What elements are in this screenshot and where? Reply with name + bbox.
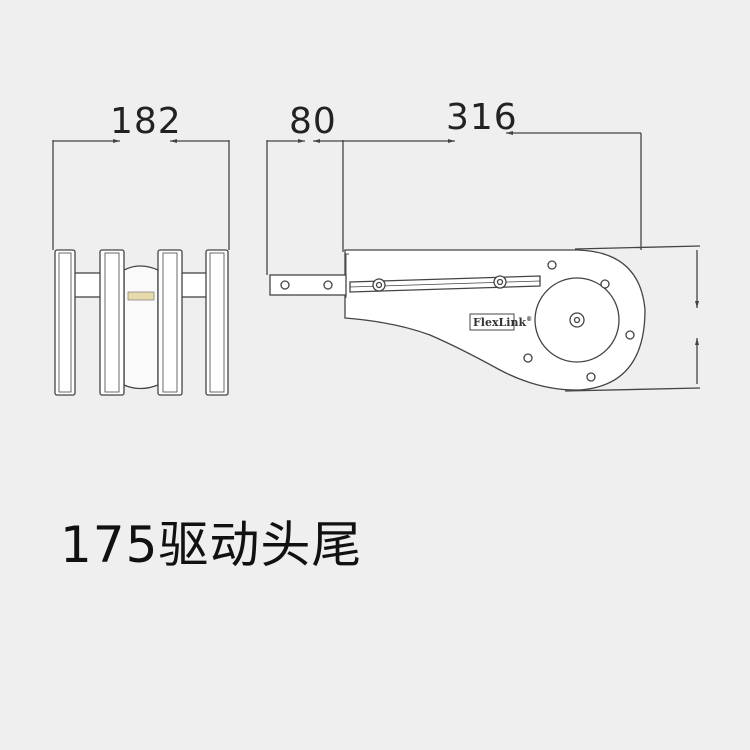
wheel-axle (573, 316, 581, 324)
dim-ext-top (574, 245, 701, 250)
wheel-hub (569, 312, 585, 328)
rail-bolt-2-inner (496, 278, 504, 286)
dim-ext-bottom (564, 387, 701, 392)
dim-vert-arrows (695, 301, 699, 345)
dimension-width-182: 182 (110, 101, 182, 142)
bolt-bottom-left (523, 353, 533, 363)
rail-bolt-1-inner (375, 281, 383, 289)
side-plate-left-inner (58, 252, 72, 393)
dim-arrows-side (298, 131, 513, 143)
dimension-offset-80: 80 (289, 101, 337, 142)
wheel-left (99, 249, 125, 396)
mount-bracket (269, 274, 347, 296)
flexlink-logo: FlexLink® (473, 316, 532, 329)
bolt-bottom (586, 372, 596, 382)
rail-bolt-2 (493, 275, 507, 289)
bolt-top-left (547, 260, 557, 270)
side-plate-left (54, 249, 76, 396)
rail-bolt-1 (372, 278, 386, 292)
bracket-hole-1 (280, 280, 290, 290)
center-sprocket (123, 265, 159, 390)
bearing (127, 291, 155, 301)
side-view: FlexLink® (266, 131, 701, 392)
wheel-right-inner (162, 252, 178, 393)
side-plate-right-inner (209, 252, 225, 393)
bolt-top-right (600, 279, 610, 289)
logo-plate (469, 313, 515, 331)
bracket-hole-2 (323, 280, 333, 290)
product-caption: 175驱动头尾 (60, 516, 363, 574)
dimension-length-316: 316 (446, 97, 518, 138)
front-view (52, 139, 230, 396)
side-plate-right (205, 249, 229, 396)
wheel-right (157, 249, 183, 396)
wheel-left-inner (104, 252, 120, 393)
bolt-right (625, 330, 635, 340)
